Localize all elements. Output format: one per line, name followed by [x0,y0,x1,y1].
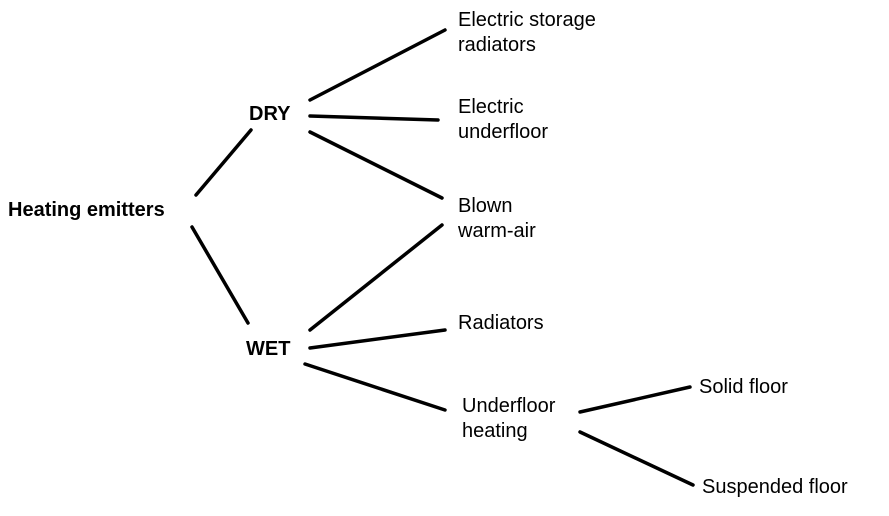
node-label-line-2: heating [462,420,528,442]
edge-ufh-solid [578,385,692,414]
edge-root-wet [190,225,250,325]
node-label-line-2: underfloor [458,121,549,143]
edge-wet-ufh [303,362,447,412]
edge-dry-blown [308,130,444,200]
edge-dry-euf [308,114,440,122]
node-label: Radiators [458,312,544,334]
node-label: Heating emitters [8,199,165,221]
edge-wet-blown [308,223,444,332]
node-label: WET [246,338,291,360]
edge-root-dry [194,128,253,197]
node-solid-floor: Solid floor [699,375,788,400]
node-label-line-1: Electric storage [458,9,596,31]
edge-ufh-susp [578,430,695,487]
node-electric-underfloor: Electric underfloor [458,95,548,145]
node-blown-warm-air: Blown warm-air [458,194,536,244]
node-label-line-1: Electric [458,96,524,118]
node-label: Solid floor [699,376,788,398]
node-radiators: Radiators [458,311,544,336]
node-label: DRY [249,103,291,125]
node-wet: WET [246,337,290,362]
node-dry: DRY [249,102,290,127]
edge-wet-rad [308,328,447,350]
edge-dry-esr [308,28,447,102]
node-underfloor-heating: Underfloor heating [462,394,555,444]
node-label-line-1: Underfloor [462,395,556,417]
node-label-line-1: Blown [458,195,513,217]
node-label-line-2: warm-air [458,220,536,242]
node-electric-storage-radiators: Electric storage radiators [458,8,596,58]
node-label: Suspended floor [702,476,848,498]
node-heating-emitters: Heating emitters [8,198,165,223]
node-suspended-floor: Suspended floor [702,475,848,500]
node-label-line-2: radiators [458,34,536,56]
